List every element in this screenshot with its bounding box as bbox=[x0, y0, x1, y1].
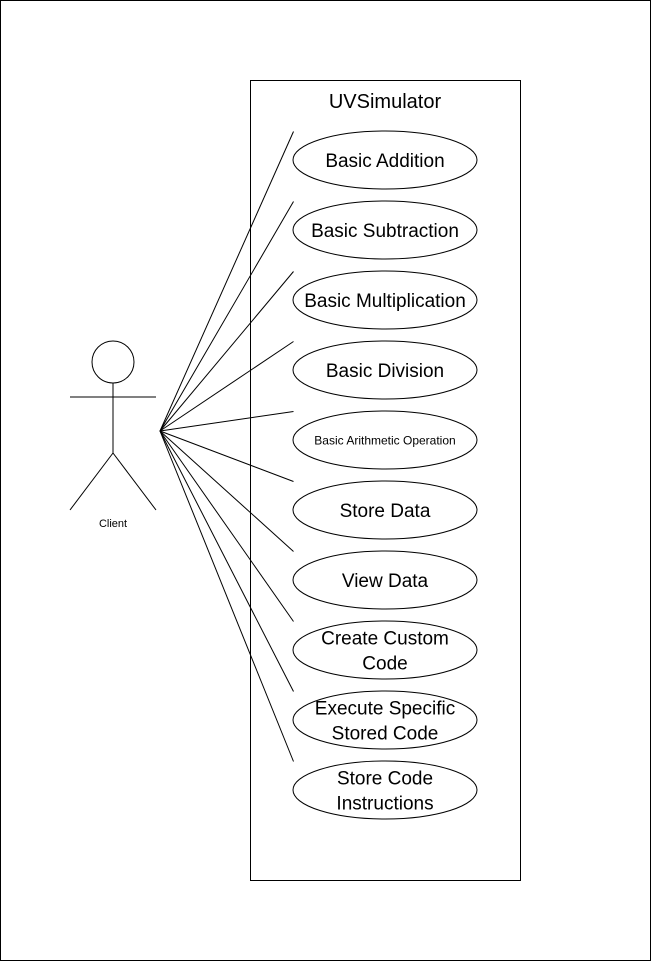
use-case-ellipse bbox=[292, 550, 478, 610]
use-case-label: Basic Multiplication bbox=[304, 291, 466, 312]
use-case-label: Code bbox=[362, 653, 407, 674]
use-case: Basic Multiplication bbox=[292, 270, 478, 330]
use-case: Basic Arithmetic Operation bbox=[292, 410, 478, 470]
use-case-label: Basic Subtraction bbox=[311, 221, 459, 242]
use-case-label: Basic Addition bbox=[325, 151, 444, 172]
use-case-label: View Data bbox=[342, 571, 429, 592]
system-title: UVSimulator bbox=[329, 91, 442, 113]
use-case-label: Create Custom bbox=[321, 628, 449, 649]
use-case-ellipse bbox=[292, 130, 478, 190]
actor-head bbox=[91, 340, 135, 384]
use-case-ellipse bbox=[292, 620, 478, 680]
use-case-ellipse bbox=[292, 270, 478, 330]
association-line bbox=[159, 430, 294, 552]
use-case-ellipse bbox=[292, 200, 478, 260]
use-case: Basic Division bbox=[292, 340, 478, 400]
use-case-label: Execute Specific bbox=[315, 698, 455, 719]
association-line bbox=[159, 411, 294, 432]
use-case-label: Store Code bbox=[337, 768, 433, 789]
use-case: Store Data bbox=[292, 480, 478, 540]
use-case-label: Store Data bbox=[340, 501, 431, 522]
use-case-ellipse bbox=[292, 690, 478, 750]
use-case-ellipse bbox=[292, 340, 478, 400]
use-case: Basic Subtraction bbox=[292, 200, 478, 260]
association-line bbox=[159, 201, 294, 432]
association-line bbox=[159, 341, 294, 432]
use-case-label: Instructions bbox=[336, 793, 433, 814]
actor-label: Client bbox=[99, 518, 127, 530]
use-case: View Data bbox=[292, 550, 478, 610]
association-line bbox=[159, 131, 294, 432]
association-line bbox=[159, 271, 294, 432]
use-case-ellipse bbox=[292, 410, 478, 470]
associations bbox=[159, 131, 294, 762]
use-case-ellipse bbox=[292, 480, 478, 540]
association-line bbox=[159, 430, 294, 482]
association-line bbox=[159, 430, 294, 692]
use-case-ellipse bbox=[292, 760, 478, 820]
use-case: Basic Addition bbox=[292, 130, 478, 190]
actor-left-leg bbox=[69, 452, 114, 511]
association-line bbox=[159, 430, 294, 622]
use-case-label: Stored Code bbox=[332, 723, 439, 744]
use-case-label: Basic Division bbox=[326, 361, 444, 382]
actor-right-leg bbox=[112, 452, 157, 511]
use-case-label: Basic Arithmetic Operation bbox=[314, 433, 455, 447]
association-line bbox=[159, 430, 294, 762]
actor-client bbox=[69, 340, 157, 511]
